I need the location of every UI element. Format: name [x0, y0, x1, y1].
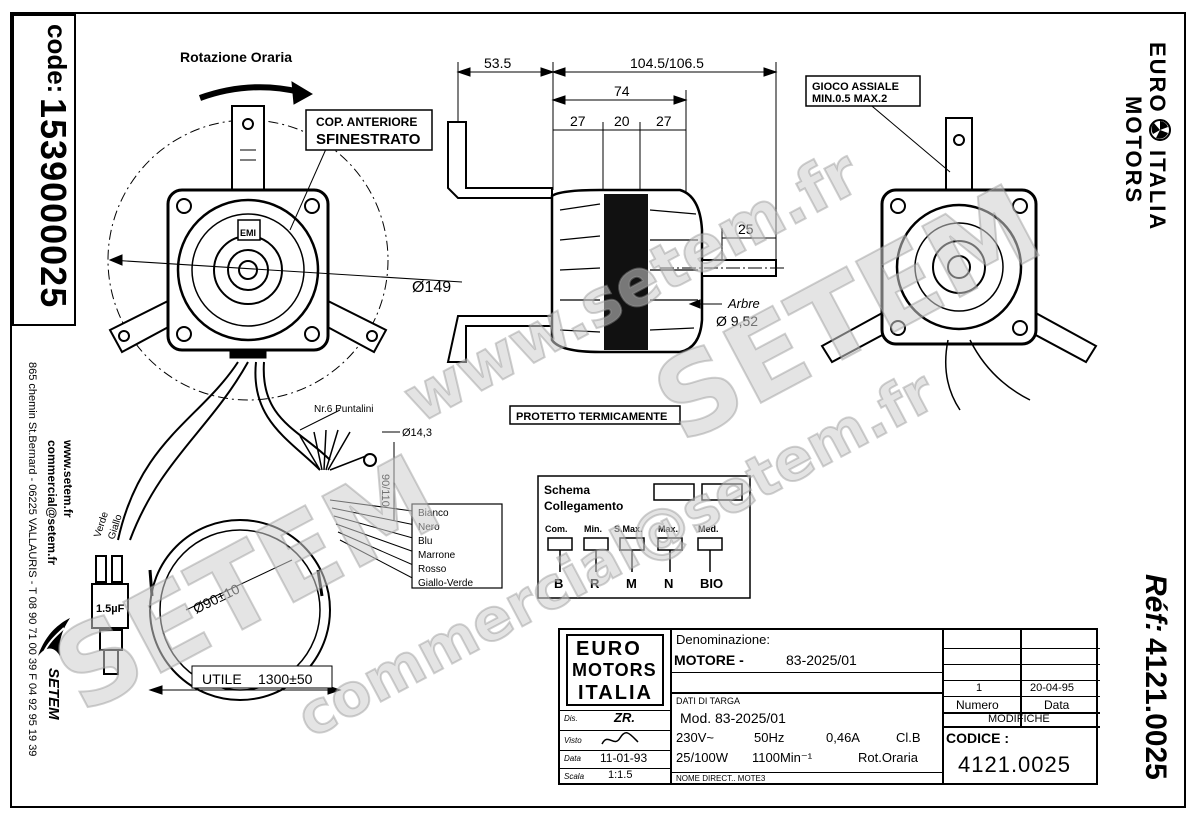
- schema-letter-bio: BIO: [700, 576, 723, 591]
- dati-targa-label: DATI DI TARGA: [676, 696, 741, 706]
- axial-play-line-1: GIOCO ASSIALE: [812, 81, 899, 93]
- signature-icon: [601, 732, 639, 745]
- product-code: 83-2025/01: [786, 652, 857, 668]
- dim-104-5: 104.5/106.5: [630, 55, 704, 71]
- front-cover-label-1: COP. ANTERIORE: [316, 115, 417, 129]
- wire-color-marrone: Marrone: [418, 550, 456, 561]
- capacitor-label: 1.5µF: [96, 603, 125, 615]
- dim-20: 20: [614, 113, 630, 129]
- shaft-label: Arbre: [727, 296, 760, 311]
- wire-color-giallo-verde: Giallo-Verde: [418, 578, 473, 589]
- dis-value: ZR.: [614, 710, 635, 725]
- thermal-protection-label: PROTETTO TERMICAMENTE: [516, 411, 667, 423]
- frequency-value: 50Hz: [754, 730, 785, 745]
- power-value: 25/100W: [676, 750, 729, 765]
- voltage-value: 230V~: [676, 730, 714, 745]
- data-col-label: Data: [1044, 698, 1070, 712]
- wire-color-nero: Nero: [418, 522, 440, 533]
- schema-col-com: Com.: [545, 524, 568, 534]
- code-box: code: 1539000025: [12, 14, 76, 326]
- schema-collegamento: [537, 475, 751, 599]
- scala-label: Scala: [564, 772, 585, 781]
- schema-letter-n: N: [664, 576, 673, 591]
- useful-length-label: UTILE: [202, 671, 242, 687]
- dim-25: 25: [738, 221, 754, 237]
- rev-number: 1: [976, 682, 983, 694]
- model-value: Mod. 83-2025/01: [680, 710, 786, 726]
- coil-diameter-label: Ø90±10: [190, 580, 242, 616]
- codice-label: CODICE :: [946, 730, 1009, 746]
- schema-col-min: Min.: [584, 524, 602, 534]
- title-block: EURO MOTORS ITALIA Dis. ZR. Visto Data 1…: [558, 628, 1100, 785]
- schema-col-med: Med.: [698, 524, 719, 534]
- dim-27-left: 27: [570, 113, 586, 129]
- dim-27-right: 27: [656, 113, 672, 129]
- schema-letter-r: R: [590, 576, 600, 591]
- wire-color-blu: Blu: [418, 536, 432, 547]
- useful-length-value: 1300±50: [258, 671, 313, 687]
- modifiche-label: MODIFICHE: [988, 713, 1050, 725]
- side-view: [446, 62, 786, 363]
- data-label: Data: [564, 754, 581, 763]
- back-view: [820, 95, 1098, 411]
- shaft-diameter: Ø 9,52: [716, 313, 758, 329]
- schema-title-1: Schema: [544, 483, 590, 497]
- file-name-label: NOME DIRECT.. MOTE3: [676, 774, 766, 783]
- rev-date: 20-04-95: [1030, 682, 1075, 694]
- axial-play-line-2: MIN.0.5 MAX.2: [812, 93, 887, 105]
- data-value: 11-01-93: [600, 751, 648, 765]
- pin-length-label: 90/110: [379, 474, 391, 507]
- rotation-value: Rot.Oraria: [858, 750, 918, 765]
- visto-label: Visto: [564, 736, 582, 745]
- schema-letter-m: M: [626, 576, 637, 591]
- pins-label: Nr.6 Puntalini: [314, 404, 373, 415]
- scala-value: 1:1.5: [608, 769, 633, 781]
- dim-53-5: 53.5: [484, 55, 511, 71]
- numero-label: Numero: [956, 698, 999, 712]
- terminal-emi-label: EMI: [240, 228, 256, 238]
- front-cover-label-2: SFINESTRATO: [316, 131, 421, 148]
- wire-color-bianco: Bianco: [418, 508, 449, 519]
- speed-value: 1100Min⁻¹: [752, 750, 813, 765]
- dim-74: 74: [614, 83, 630, 99]
- codice-value: 4121.0025: [958, 752, 1071, 777]
- product-name: MOTORE -: [674, 652, 744, 668]
- fan-logo-icon: [1149, 119, 1171, 141]
- current-value: 0,46A: [826, 730, 860, 745]
- pin-diameter-label: Ø14,3: [402, 427, 432, 439]
- front-view: [107, 81, 463, 401]
- schema-col-max: Max.: [658, 524, 678, 534]
- euro-motors-logo: EURO MOTORS ITALIA: [566, 634, 664, 706]
- rotation-label: Rotazione Oraria: [180, 49, 292, 65]
- schema-title-2: Collegamento: [544, 499, 623, 513]
- schema-letter-b: B: [554, 576, 563, 591]
- diameter-149-label: Ø149: [412, 279, 451, 296]
- schema-col-smax: S.Max.: [614, 524, 643, 534]
- denominazione-label: Denominazione:: [676, 632, 770, 647]
- insulation-value: Cl.B: [896, 730, 921, 745]
- cable-assembly: [91, 361, 421, 701]
- wire-color-rosso: Rosso: [418, 564, 447, 575]
- setem-bird-icon: [38, 618, 70, 656]
- dis-label: Dis.: [564, 714, 578, 723]
